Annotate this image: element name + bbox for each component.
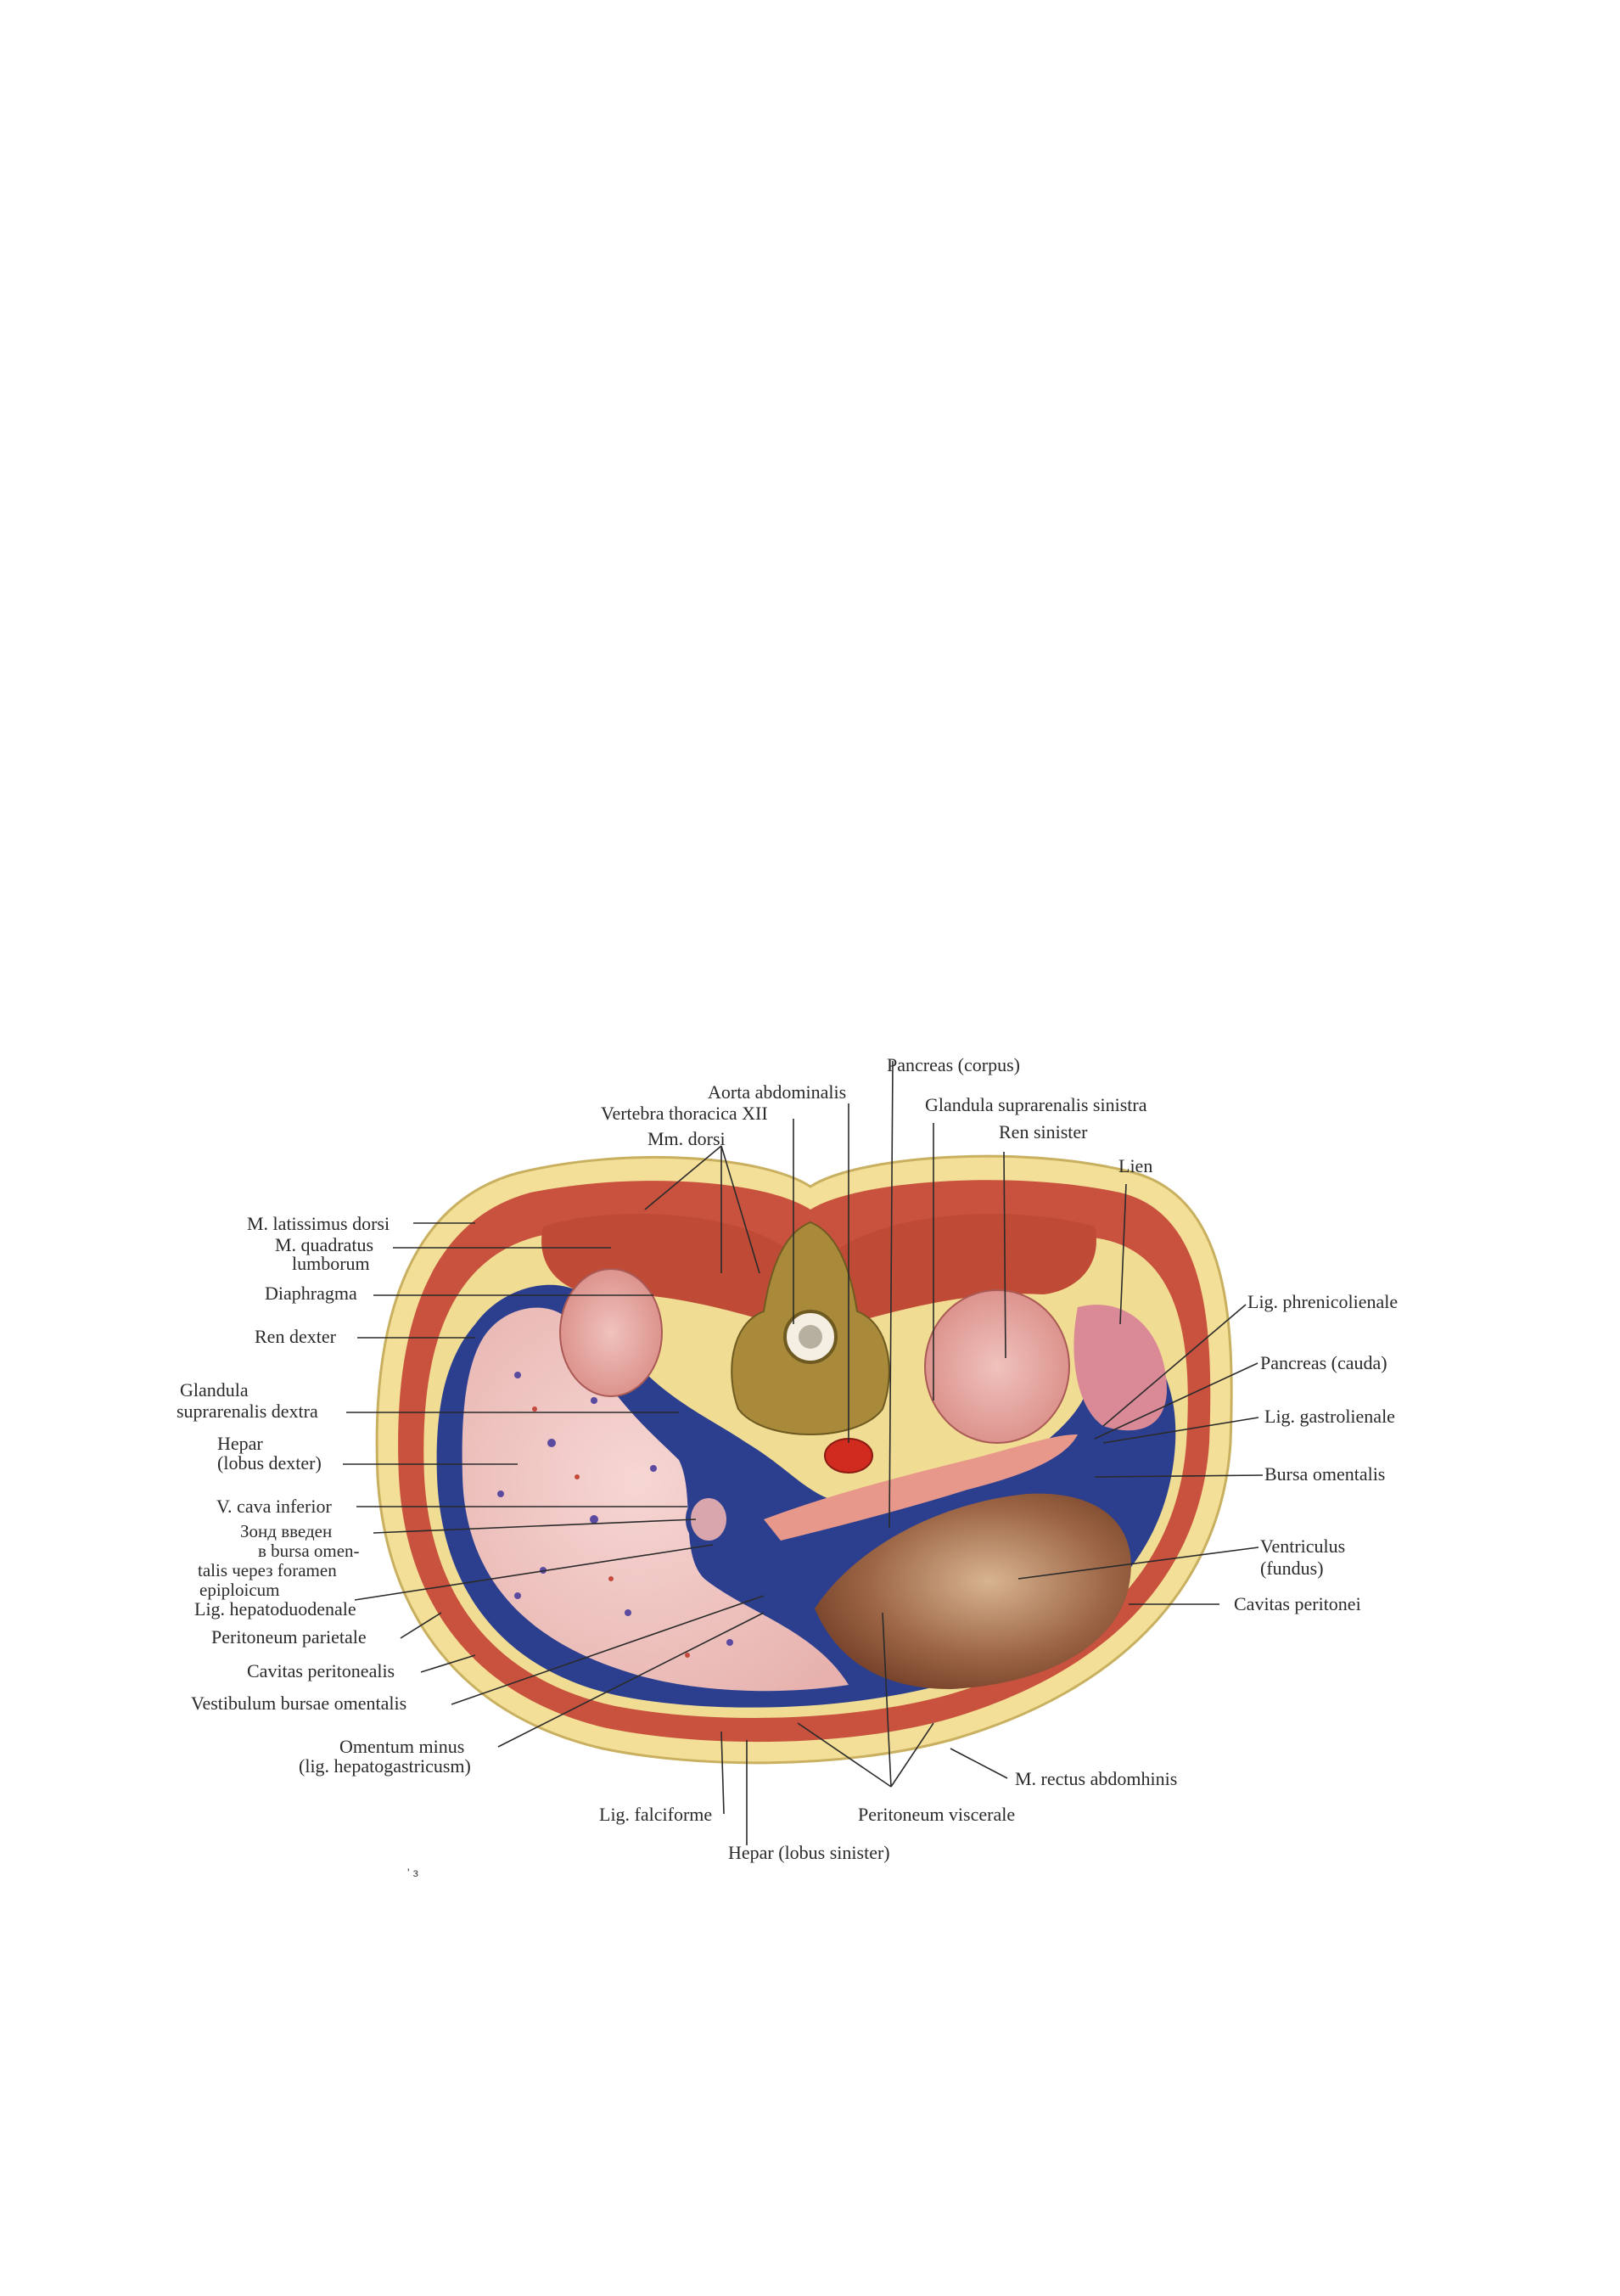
label-pancreas-cauda: Pancreas (cauda) (1260, 1352, 1387, 1373)
label-ren-dexter: Ren dexter (255, 1326, 337, 1347)
label-lig-falciforme: Lig. falciforme (599, 1804, 712, 1825)
label-hepar-dexter-1: Hepar (217, 1433, 263, 1454)
label-glandula-suprarenalis-sinistra: Glandula suprarenalis sinistra (925, 1094, 1147, 1115)
label-zond-2: в bursa omen- (258, 1541, 360, 1561)
body-section (375, 1154, 1233, 1765)
spleen (1073, 1305, 1167, 1431)
label-peritoneum-viscerale: Peritoneum viscerale (858, 1804, 1015, 1825)
liver-vessels-red (532, 1406, 690, 1658)
aorta (824, 1438, 873, 1474)
page-mark: ' з (407, 1866, 418, 1879)
label-ventriculus-2: (fundus) (1260, 1558, 1324, 1579)
label-zond-1: Зонд введен (240, 1521, 332, 1541)
liver (462, 1307, 849, 1692)
label-pancreas-corpus: Pancreas (corpus) (887, 1054, 1020, 1075)
label-omentum-minus-1: Omentum minus (339, 1736, 464, 1757)
label-zond-4: epiploicum (199, 1580, 279, 1600)
label-vertebra-thoracica: Vertebra thoracica XII (601, 1103, 768, 1124)
label-v-cava-inferior: V. cava inferior (216, 1496, 332, 1517)
label-lien: Lien (1118, 1155, 1152, 1176)
label-omentum-minus-2: (lig. hepatogastricusm) (299, 1755, 471, 1777)
leader-lines (343, 1060, 1264, 1845)
right-kidney (559, 1268, 663, 1397)
labels: Pancreas (corpus) Aorta abdominalis Vert… (177, 1054, 1398, 1879)
label-ventriculus-1: Ventriculus (1260, 1535, 1345, 1557)
spinal-cord (799, 1325, 822, 1349)
label-glandula-dextra-1: Glandula (180, 1379, 249, 1401)
label-lig-phrenicolienale: Lig. phrenicolienale (1247, 1291, 1398, 1312)
pancreas (764, 1434, 1078, 1541)
label-diaphragma: Diaphragma (265, 1283, 357, 1304)
back-muscles-right (840, 1214, 1096, 1324)
label-bursa-omentalis: Bursa omentalis (1264, 1463, 1385, 1485)
label-cavitas-peritonei: Cavitas peritonei (1234, 1593, 1361, 1614)
label-m-quadratus-2: lumborum (292, 1253, 370, 1274)
label-glandula-dextra-2: suprarenalis dextra (177, 1401, 318, 1422)
label-cavitas-peritonealis: Cavitas peritonealis (247, 1660, 395, 1681)
label-ren-sinister: Ren sinister (999, 1121, 1088, 1142)
label-vestibulum-bursae: Vestibulum bursae omentalis (191, 1693, 406, 1714)
stomach (815, 1493, 1131, 1689)
label-mm-dorsi: Mm. dorsi (647, 1128, 726, 1149)
label-aorta-abdominalis: Aorta abdominalis (708, 1081, 846, 1103)
label-peritoneum-parietale: Peritoneum parietale (211, 1626, 367, 1648)
label-zond-3: talis через foramen (198, 1560, 337, 1580)
label-m-rectus: M. rectus abdomhinis (1015, 1768, 1177, 1789)
label-hepar-sinister: Hepar (lobus sinister) (728, 1842, 890, 1863)
label-lig-hepatoduodenale: Lig. hepatoduodenale (194, 1598, 356, 1620)
label-m-quadratus-1: M. quadratus (275, 1234, 373, 1255)
left-kidney (924, 1289, 1070, 1444)
back-muscles-left (541, 1214, 785, 1324)
label-hepar-dexter-2: (lobus dexter) (217, 1452, 322, 1474)
label-m-latissimus-dorsi: M. latissimus dorsi (247, 1213, 390, 1234)
label-lig-gastrolienale: Lig. gastrolienale (1264, 1406, 1395, 1427)
